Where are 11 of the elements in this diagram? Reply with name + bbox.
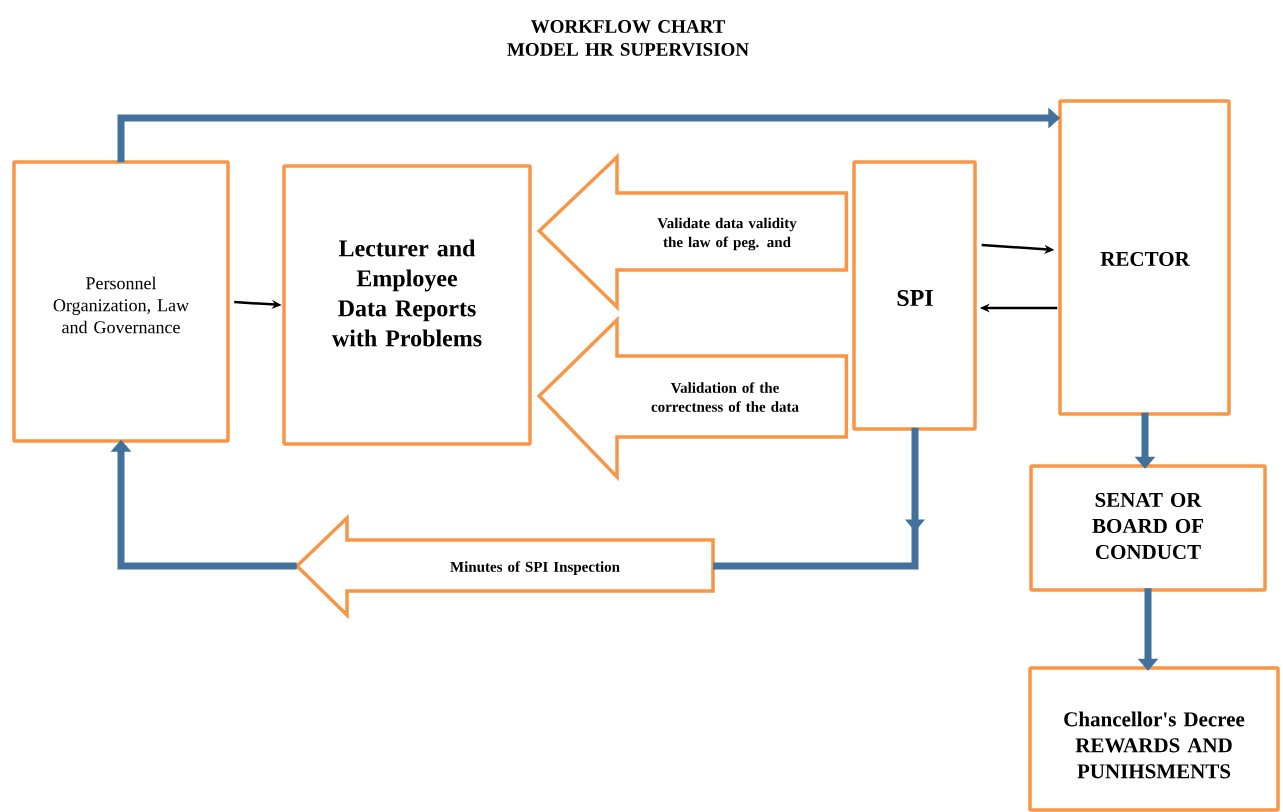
title: WORKFLOW CHART MODEL HR SUPERVISION [507,20,749,56]
process-box: Chancellor's Decree REWARDS AND PUNIHSMENTS [1028,666,1280,812]
edge-label: Validation of the correctness of the data [651,382,799,412]
block-arrow [536,315,849,482]
process-box: Personnel Organization, Law and Governance [12,160,230,443]
process-box: Lecturer and Employee Data Reports with Problems [282,164,532,446]
process-box: RECTOR [1058,99,1231,416]
block-arrow [536,152,849,312]
edge-label: Validate data validity the law of peg. and [657,217,797,251]
process-box: SENAT OR BOARD OF CONDUCT [1029,464,1267,592]
process-box: SPI [852,160,977,431]
